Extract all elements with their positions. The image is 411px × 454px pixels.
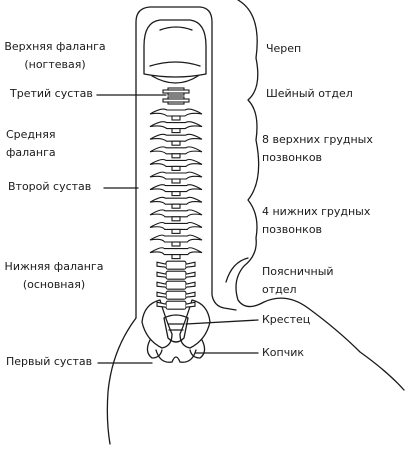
cervical-label: Шейный отдел	[266, 87, 353, 100]
vertebral-disc	[171, 165, 181, 171]
lumbar-vertebra	[165, 300, 187, 310]
pelvis-right-wing	[179, 299, 211, 349]
upper-thoracic-line-1: 8 верхних грудных	[262, 133, 373, 146]
thoracic-vertebra	[149, 209, 203, 218]
nail-crescent	[159, 26, 193, 31]
lower-phalanx-label: Нижняя фаланга (основная)	[2, 260, 106, 292]
vertebral-disc	[171, 115, 181, 121]
thoracic-vertebra	[149, 158, 203, 167]
sacrum-crest	[167, 323, 185, 331]
finger-outline	[135, 6, 237, 319]
cervical-process	[162, 98, 190, 103]
hip-socket-left	[146, 339, 163, 359]
thoracic-vertebra	[149, 121, 203, 130]
lower-thoracic-line-2: позвонков	[262, 223, 323, 236]
lumbar-label: Поясничный отдел	[262, 265, 334, 297]
vertebral-disc	[171, 153, 181, 159]
lumbar-vertebra	[165, 290, 187, 300]
lumbar-line-1: Поясничный	[262, 265, 334, 278]
fingernail	[143, 19, 207, 78]
finger-base-outline	[106, 317, 137, 445]
skull-label: Череп	[266, 42, 302, 55]
lower-thoracic-label: 4 нижних грудных позвонков	[262, 205, 370, 237]
thoracic-vertebra	[149, 108, 203, 117]
sacrum-label: Крестец	[262, 313, 311, 326]
middle-phalanx-line-1: Средняя	[6, 128, 56, 141]
vertebral-disc	[171, 254, 181, 260]
nail-lunula	[149, 61, 201, 67]
thumb-fold	[225, 257, 249, 283]
upper-phalanx-line-1: Верхняя фаланга	[4, 40, 106, 53]
thoracic-vertebra	[149, 234, 203, 243]
thoracic-vertebra	[149, 184, 203, 193]
thoracic-vertebra	[149, 133, 203, 142]
hand-outline	[235, 0, 405, 391]
thoracic-vertebra	[149, 171, 203, 180]
upper-thoracic-label: 8 верхних грудных позвонков	[262, 133, 373, 165]
vertebral-disc	[171, 203, 181, 209]
vertebral-disc	[171, 178, 181, 184]
lumbar-process	[156, 291, 196, 298]
vertebral-disc	[171, 216, 181, 222]
vertebral-disc	[171, 128, 181, 134]
vertebral-disc	[171, 191, 181, 197]
third-joint-label: Третий сустав	[10, 87, 93, 100]
lumbar-vertebra	[165, 280, 187, 290]
nail-bed	[151, 75, 199, 84]
pelvis-left-wing	[141, 299, 173, 349]
lower-thoracic-line-1: 4 нижних грудных	[262, 205, 371, 218]
lumbar-vertebra	[165, 270, 187, 280]
pubic-arch	[155, 349, 197, 363]
upper-thoracic-line-2: позвонков	[262, 151, 323, 164]
middle-phalanx-line-2: фаланга	[6, 146, 56, 159]
lumbar-process	[156, 301, 196, 308]
upper-phalanx-label: Верхняя фаланга (ногтевая)	[4, 40, 106, 72]
hip-socket-right	[189, 339, 206, 359]
lumbar-process	[156, 281, 196, 288]
leader-sacrum	[185, 319, 259, 325]
lower-phalanx-line-1: Нижняя фаланга	[4, 260, 104, 273]
coccyx-label: Копчик	[262, 346, 305, 359]
thoracic-vertebra	[149, 196, 203, 205]
thoracic-vertebra	[149, 247, 203, 256]
vertebral-disc	[171, 228, 181, 234]
second-joint-label: Второй сустав	[8, 180, 92, 193]
sacrum-bone	[163, 314, 189, 343]
thoracic-vertebra	[149, 146, 203, 155]
first-joint-label: Первый сустав	[6, 355, 93, 368]
lumbar-process	[156, 261, 196, 268]
thoracic-vertebra	[149, 221, 203, 230]
lumbar-process	[156, 271, 196, 278]
cervical-process	[162, 89, 190, 94]
lumbar-line-2: отдел	[262, 283, 297, 296]
vertebral-disc	[171, 140, 181, 146]
middle-phalanx-label: Средняя фаланга	[6, 128, 56, 160]
lower-phalanx-line-2: (основная)	[22, 278, 86, 291]
vertebral-disc	[171, 241, 181, 247]
upper-phalanx-line-2: (ногтевая)	[24, 58, 86, 71]
lumbar-vertebra	[165, 260, 187, 270]
